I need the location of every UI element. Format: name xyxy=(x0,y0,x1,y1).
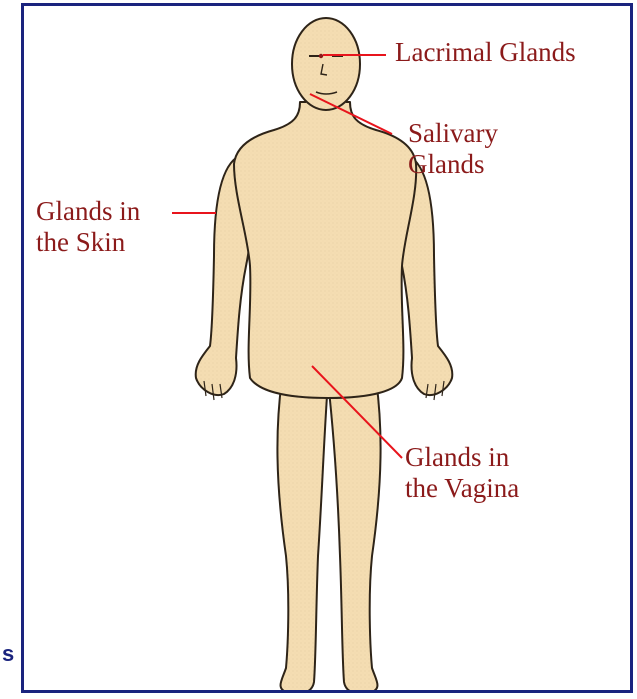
label-glands-in-the-skin: Glands in the Skin xyxy=(36,196,140,258)
body-diagram xyxy=(24,6,633,693)
diagram-frame: Lacrimal Glands Salivary Glands Glands i… xyxy=(21,3,633,693)
left-leg xyxy=(328,366,381,693)
label-glands-in-the-vagina: Glands in the Vagina xyxy=(405,442,519,504)
lacrimal-gland-dot xyxy=(319,54,323,58)
head xyxy=(292,18,360,110)
label-lacrimal-glands: Lacrimal Glands xyxy=(395,37,576,68)
torso xyxy=(234,102,416,398)
edge-fragment-text: s xyxy=(2,642,14,666)
right-leg xyxy=(277,366,328,693)
label-salivary-glands: Salivary Glands xyxy=(408,118,498,180)
